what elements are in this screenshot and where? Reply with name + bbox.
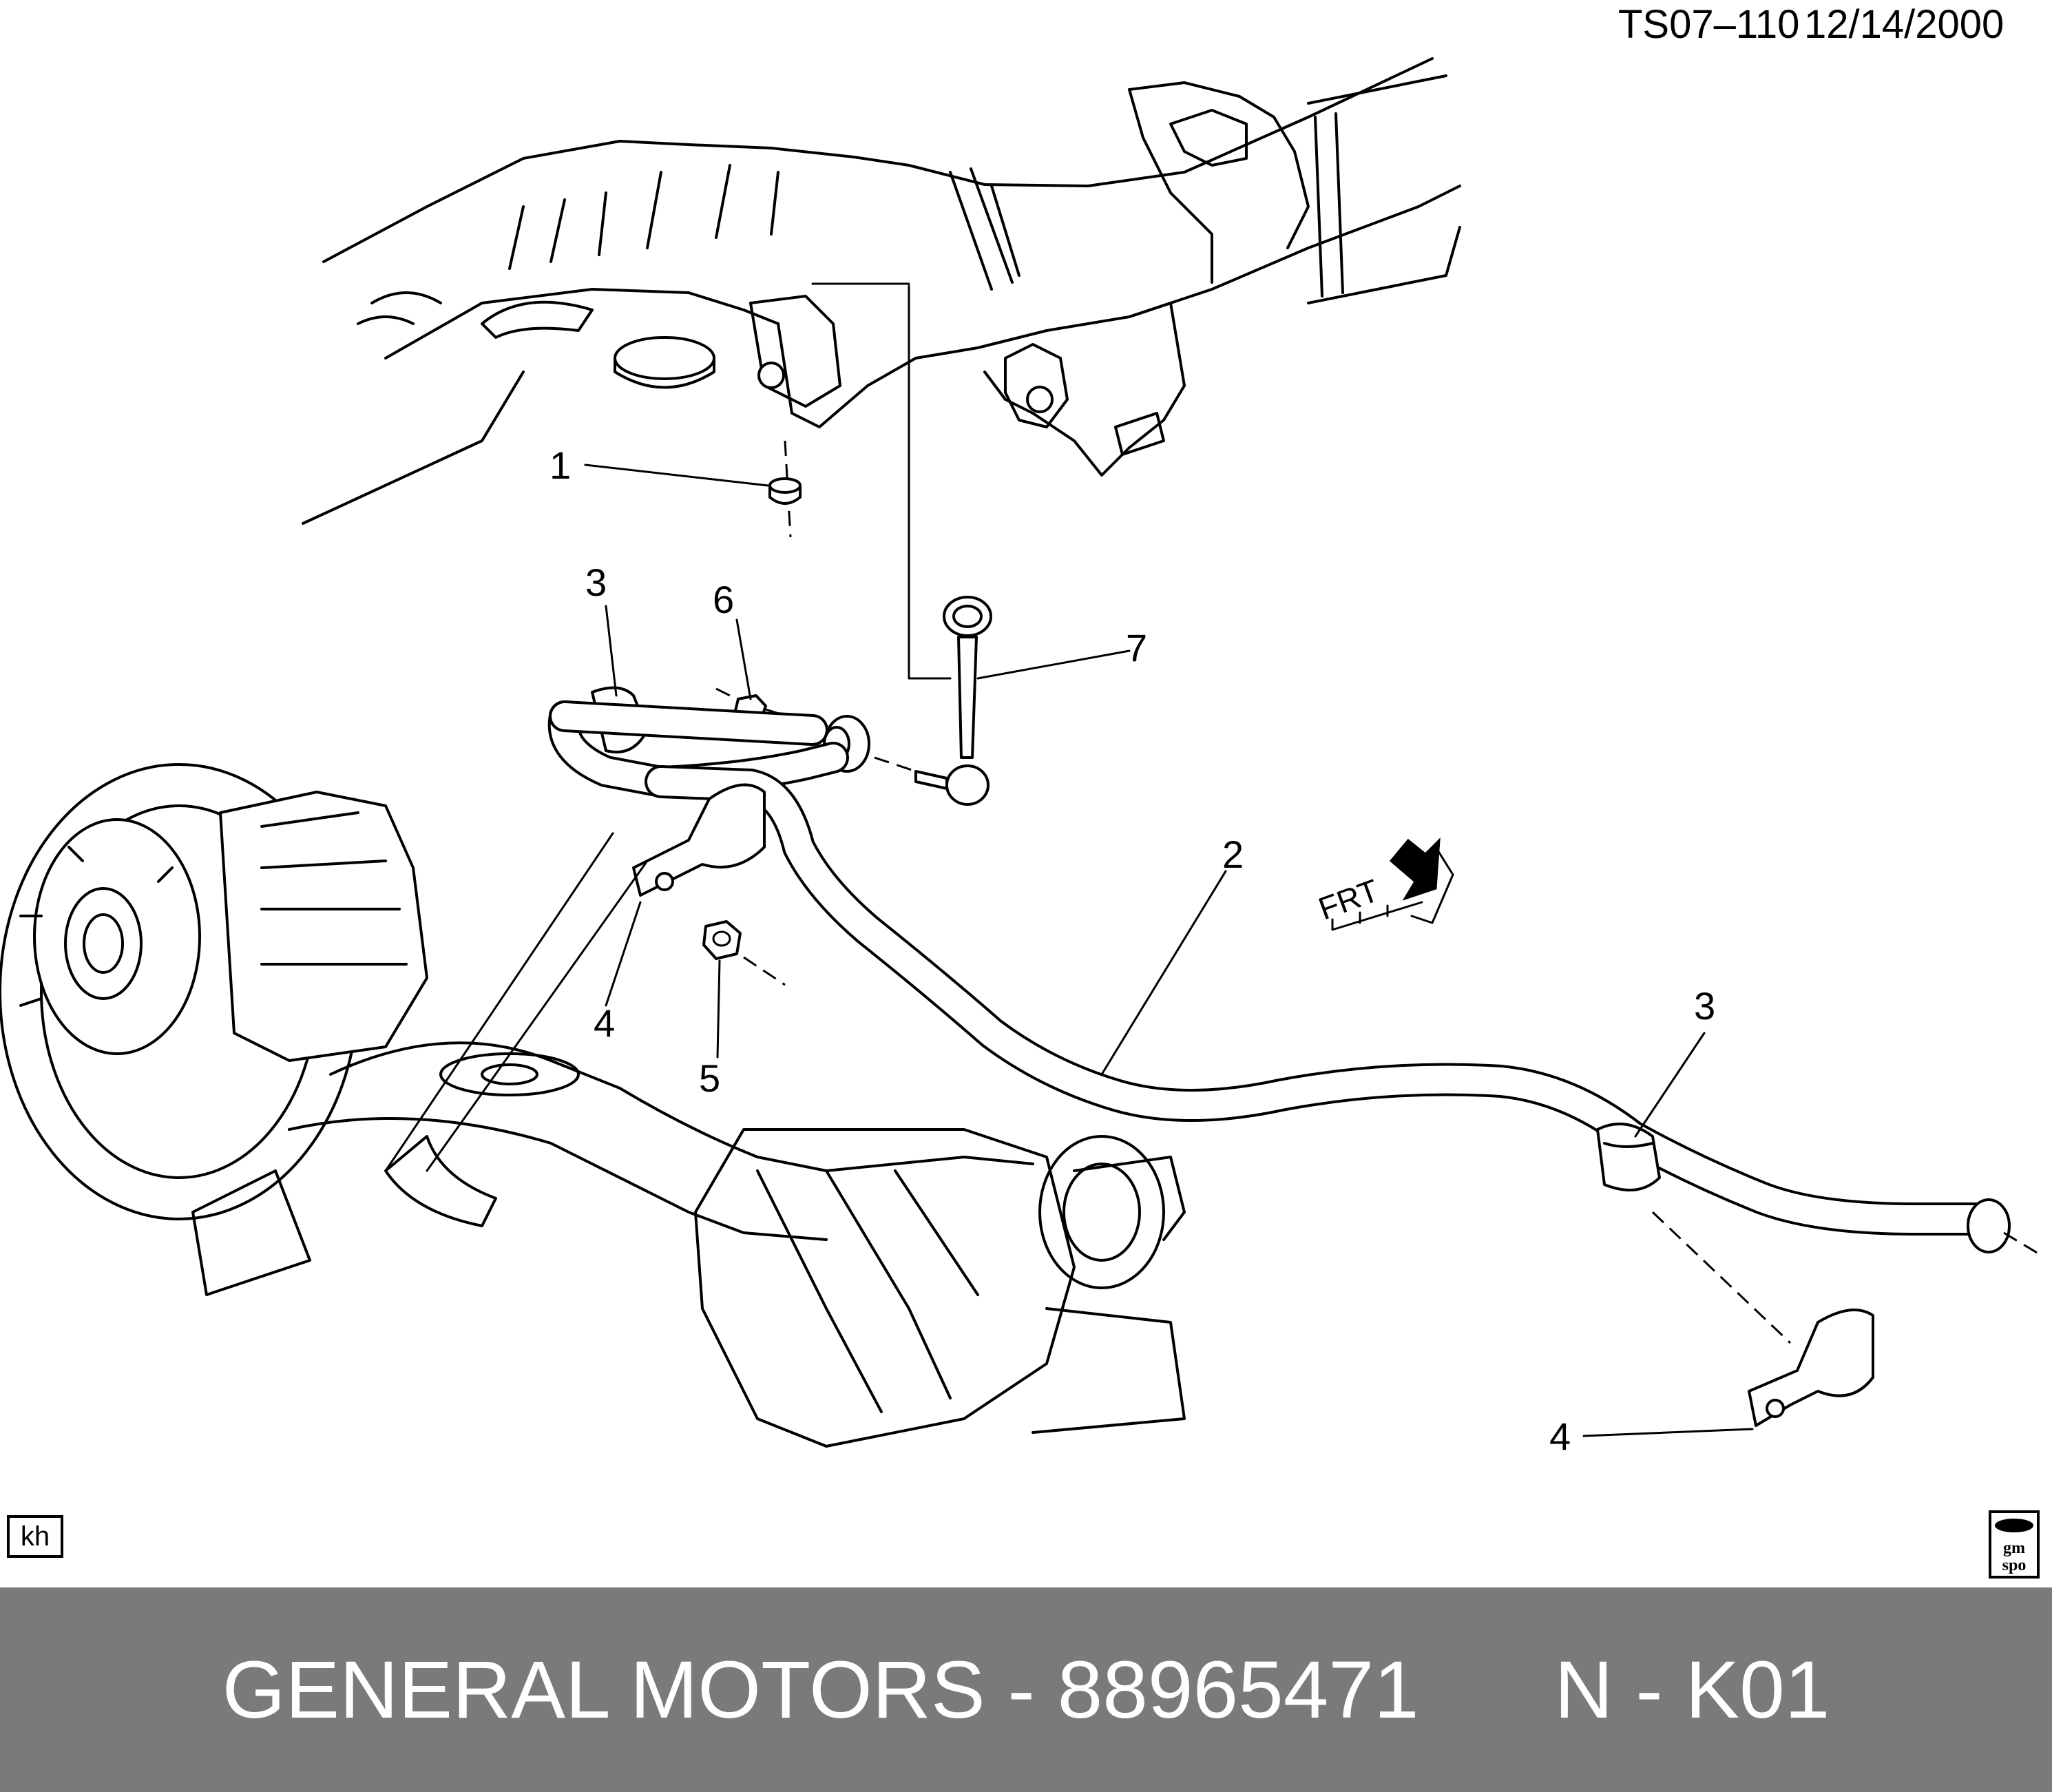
footer-brand: GENERAL MOTORS bbox=[222, 1644, 985, 1736]
axle-housing bbox=[191, 1041, 1186, 1448]
footer-separator: - bbox=[985, 1644, 1058, 1736]
callout-3-left: 3 bbox=[585, 561, 607, 604]
logo-line-1: gm bbox=[2003, 1539, 2025, 1557]
callout-labels: 1 2 3 3 4 4 5 6 7 bbox=[549, 444, 1715, 1458]
callout-5: 5 bbox=[699, 1056, 720, 1100]
callout-3-right: 3 bbox=[1694, 984, 1715, 1028]
part-4-bracket-right bbox=[1748, 1309, 1874, 1427]
front-marker-label: FRT bbox=[1314, 872, 1383, 926]
part-1-nut bbox=[768, 477, 802, 505]
drawing-date: 12/14/2000 bbox=[1804, 2, 2004, 47]
part-5-nut bbox=[702, 920, 786, 986]
frame-crossmember bbox=[302, 57, 1461, 538]
artist-initials-tag: kh bbox=[7, 1515, 63, 1558]
callout-7: 7 bbox=[1126, 626, 1147, 669]
callout-4-left: 4 bbox=[594, 1001, 615, 1045]
part-7-link bbox=[811, 282, 992, 806]
footer-part-number: 88965471 bbox=[1057, 1644, 1419, 1736]
part-2-stabilizer-bar bbox=[547, 700, 2039, 1255]
part-3-bushing-right bbox=[1596, 1123, 1792, 1344]
footer-code: N - K01 bbox=[1554, 1644, 1830, 1736]
callout-4-right: 4 bbox=[1549, 1415, 1571, 1458]
footer-bar: GENERAL MOTORS - 88965471 N - K01 bbox=[0, 1587, 2052, 1792]
footer-gap bbox=[1419, 1643, 1555, 1737]
brake-rotor-assembly bbox=[0, 763, 428, 1220]
part-4-bracket-left bbox=[632, 783, 766, 897]
callout-6: 6 bbox=[713, 578, 734, 621]
gm-spo-logo: gm spo bbox=[1989, 1510, 2040, 1579]
leader-lines bbox=[384, 463, 1754, 1437]
drawing-code: TS07–110 bbox=[1618, 2, 1799, 47]
front-direction-marker: FRT bbox=[1314, 837, 1454, 931]
callout-2: 2 bbox=[1222, 833, 1244, 876]
logo-line-2: spo bbox=[2002, 1556, 2027, 1574]
footer-caption: GENERAL MOTORS - 88965471 N - K01 bbox=[0, 1587, 2052, 1792]
callout-1: 1 bbox=[549, 444, 571, 487]
